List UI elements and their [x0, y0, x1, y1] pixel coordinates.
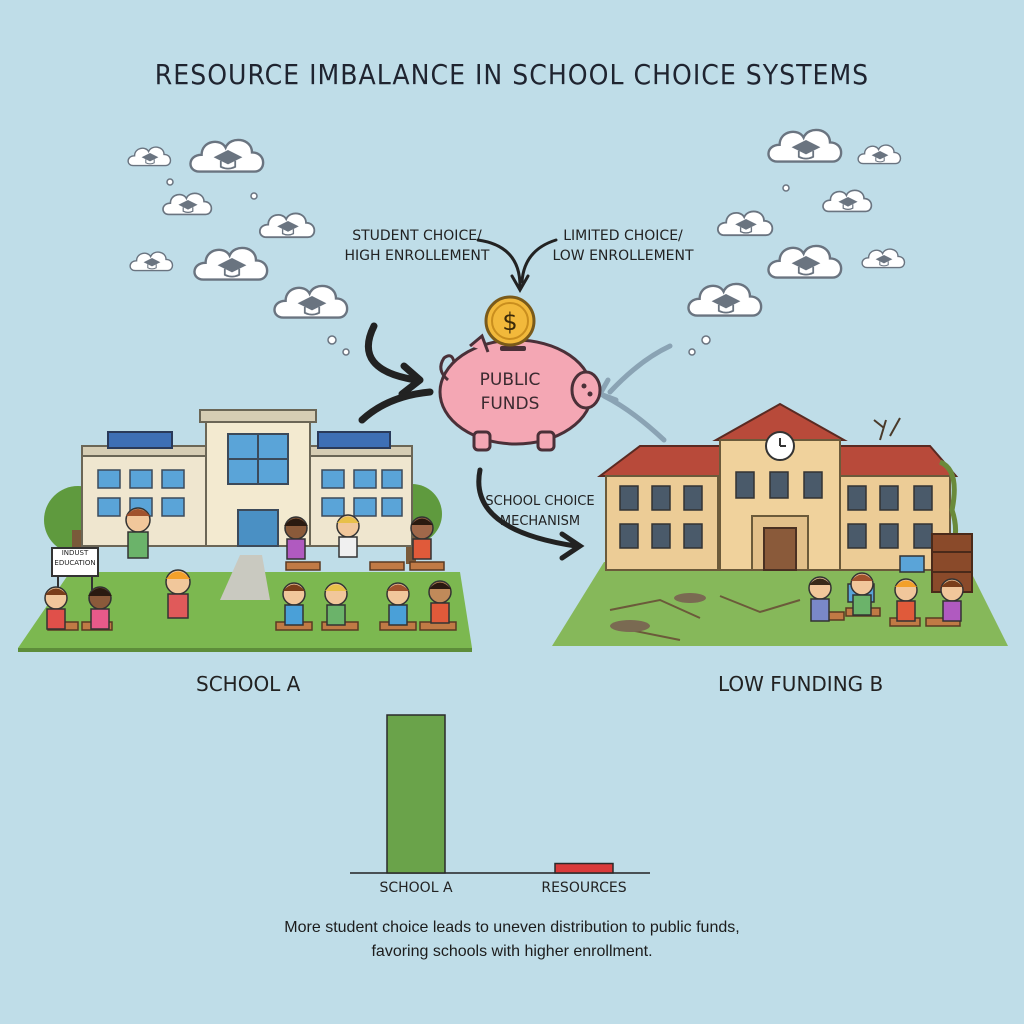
public-funds-label: PUBLIC FUNDS: [470, 368, 550, 416]
student: [165, 569, 191, 619]
graduation-cap-cloud-icon: [716, 210, 774, 237]
bar-resources: [554, 862, 614, 874]
student: [324, 582, 348, 626]
student: [282, 582, 306, 626]
student: [125, 507, 151, 559]
student: [386, 582, 410, 626]
public-funds-label-line2: FUNDS: [480, 394, 540, 414]
low-enrollment-label: LIMITED CHOICE/ LOW ENROLLEMENT: [548, 226, 698, 266]
choice-arrow-top: [476, 238, 558, 294]
caption: More student choice leads to uneven dist…: [150, 916, 874, 964]
graduation-cap-cloud-icon: [273, 284, 349, 319]
school-a-label: SCHOOL A: [196, 672, 301, 696]
student: [894, 578, 918, 622]
funding-bar-chart: [350, 714, 650, 874]
graduation-cap-cloud-icon: [189, 138, 265, 173]
coin-symbol: $: [502, 308, 517, 336]
public-funds-label-line1: PUBLIC: [479, 370, 541, 390]
piggy-bank-icon: [438, 333, 602, 452]
right-thought-clouds: [687, 128, 906, 356]
graduation-cap-cloud-icon: [822, 189, 873, 213]
students-school-b: [808, 572, 964, 622]
mechanism-label-line2: MECHANISM: [499, 514, 581, 529]
bar-label-resources: RESOURCES: [541, 880, 627, 896]
student: [808, 576, 832, 622]
graduation-cap-cloud-icon: [767, 128, 843, 163]
low-enrollment-arrow: [596, 343, 673, 443]
high-enrollment-label-line2: HIGH ENROLLEMENT: [344, 248, 490, 264]
graduation-cap-cloud-icon: [258, 212, 316, 239]
coin-icon: [484, 295, 536, 347]
high-enrollment-label: STUDENT CHOICE/ HIGH ENROLLEMENT: [342, 226, 492, 266]
student: [336, 514, 360, 558]
caption-line2: favoring schools with higher enrollment.: [371, 943, 653, 960]
low-enrollment-label-line1: LIMITED CHOICE/: [563, 228, 683, 244]
bar-school-a: [386, 714, 446, 874]
student: [428, 580, 452, 624]
student: [940, 578, 964, 622]
mechanism-label: SCHOOL CHOICE MECHANISM: [478, 492, 602, 532]
caption-line1: More student choice leads to uneven dist…: [284, 919, 740, 936]
student: [284, 516, 308, 560]
mechanism-arrow: [476, 467, 585, 561]
graduation-cap-cloud-icon: [162, 192, 213, 216]
school-a-sign-line1: INDUST: [61, 549, 89, 557]
student: [88, 586, 112, 630]
graduation-cap-cloud-icon: [193, 246, 269, 281]
high-enrollment-arrow: [358, 322, 434, 424]
graduation-cap-cloud-icon: [857, 144, 902, 165]
students-school-a: [44, 507, 452, 630]
graduation-cap-cloud-icon: [129, 251, 174, 272]
graduation-cap-cloud-icon: [687, 282, 763, 317]
low-enrollment-label-line2: LOW ENROLLEMENT: [552, 248, 694, 264]
graduation-cap-cloud-icon: [767, 244, 843, 279]
bar-label-school-a: SCHOOL A: [379, 880, 453, 896]
school-a-sign-line2: EDUCATION: [54, 559, 96, 567]
student: [410, 516, 434, 560]
high-enrollment-label-line1: STUDENT CHOICE/: [352, 228, 482, 244]
page-title: RESOURCE IMBALANCE IN SCHOOL CHOICE SYST…: [154, 58, 870, 91]
mechanism-label-line1: SCHOOL CHOICE: [485, 494, 595, 509]
student: [850, 572, 874, 616]
graduation-cap-cloud-icon: [861, 248, 906, 269]
school-b-label: LOW FUNDING B: [718, 672, 884, 696]
left-thought-clouds: [127, 138, 350, 356]
school-b-illustration: [552, 402, 1008, 646]
graduation-cap-cloud-icon: [127, 146, 172, 167]
student: [44, 586, 68, 630]
school-a-sign: INDUST EDUCATION: [52, 548, 98, 568]
